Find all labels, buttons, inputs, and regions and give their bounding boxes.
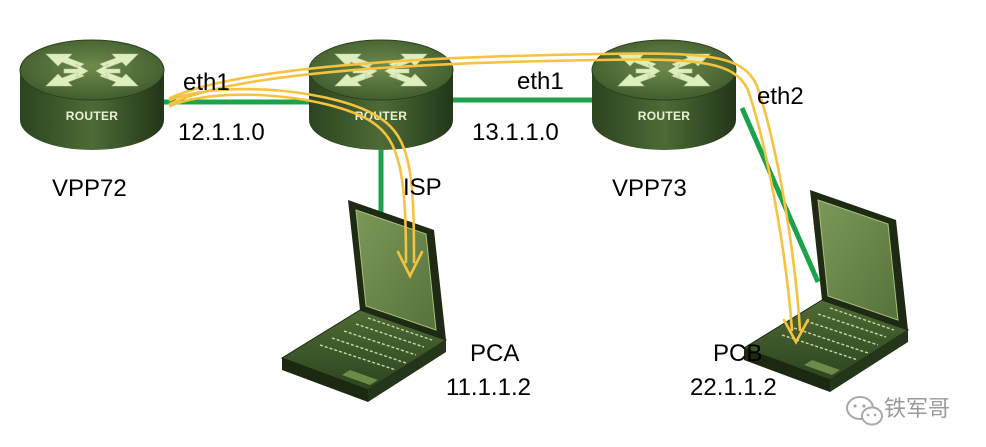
arrow-to-pca	[396, 250, 424, 279]
laptop-pcb	[743, 189, 909, 393]
router-vpp72: ROUTER	[19, 39, 165, 151]
vpp73-eth2-label: eth2	[757, 83, 804, 110]
vpp73-eth1-label: eth1	[517, 68, 564, 95]
network-links	[150, 97, 821, 284]
watermark: 铁军哥	[846, 396, 950, 426]
path-to-pcb	[168, 58, 794, 332]
path-to-pcb-outline	[168, 52, 802, 332]
vpp72-interface-label: eth1	[183, 69, 230, 96]
router-isp: ROUTER	[308, 39, 454, 151]
traffic-paths	[168, 52, 810, 345]
host-ip-pca: 11.1.1.2	[446, 374, 531, 401]
laptop-pca	[281, 199, 447, 403]
router-label: ROUTER	[66, 109, 118, 123]
router-vpp73: ROUTER	[591, 39, 737, 151]
router-name-vpp73: VPP73	[612, 175, 687, 202]
network-label-13: 13.1.1.0	[472, 119, 559, 146]
router-name-isp: ISP	[403, 174, 442, 201]
router-label: ROUTER	[638, 109, 690, 123]
host-name-pca: PCA	[470, 340, 519, 367]
path-to-pca-outline	[168, 87, 416, 264]
path-to-pca	[168, 93, 408, 264]
arrow-to-pcb	[782, 318, 810, 345]
wechat-icon	[846, 396, 883, 426]
watermark-text: 铁军哥	[884, 397, 950, 422]
router-name-vpp72: VPP72	[52, 175, 127, 202]
host-name-pcb: PCB	[713, 340, 762, 367]
network-label-12: 12.1.1.0	[178, 119, 265, 146]
link-vpp73-pcb	[739, 106, 821, 284]
host-ip-pcb: 22.1.1.2	[690, 374, 777, 401]
